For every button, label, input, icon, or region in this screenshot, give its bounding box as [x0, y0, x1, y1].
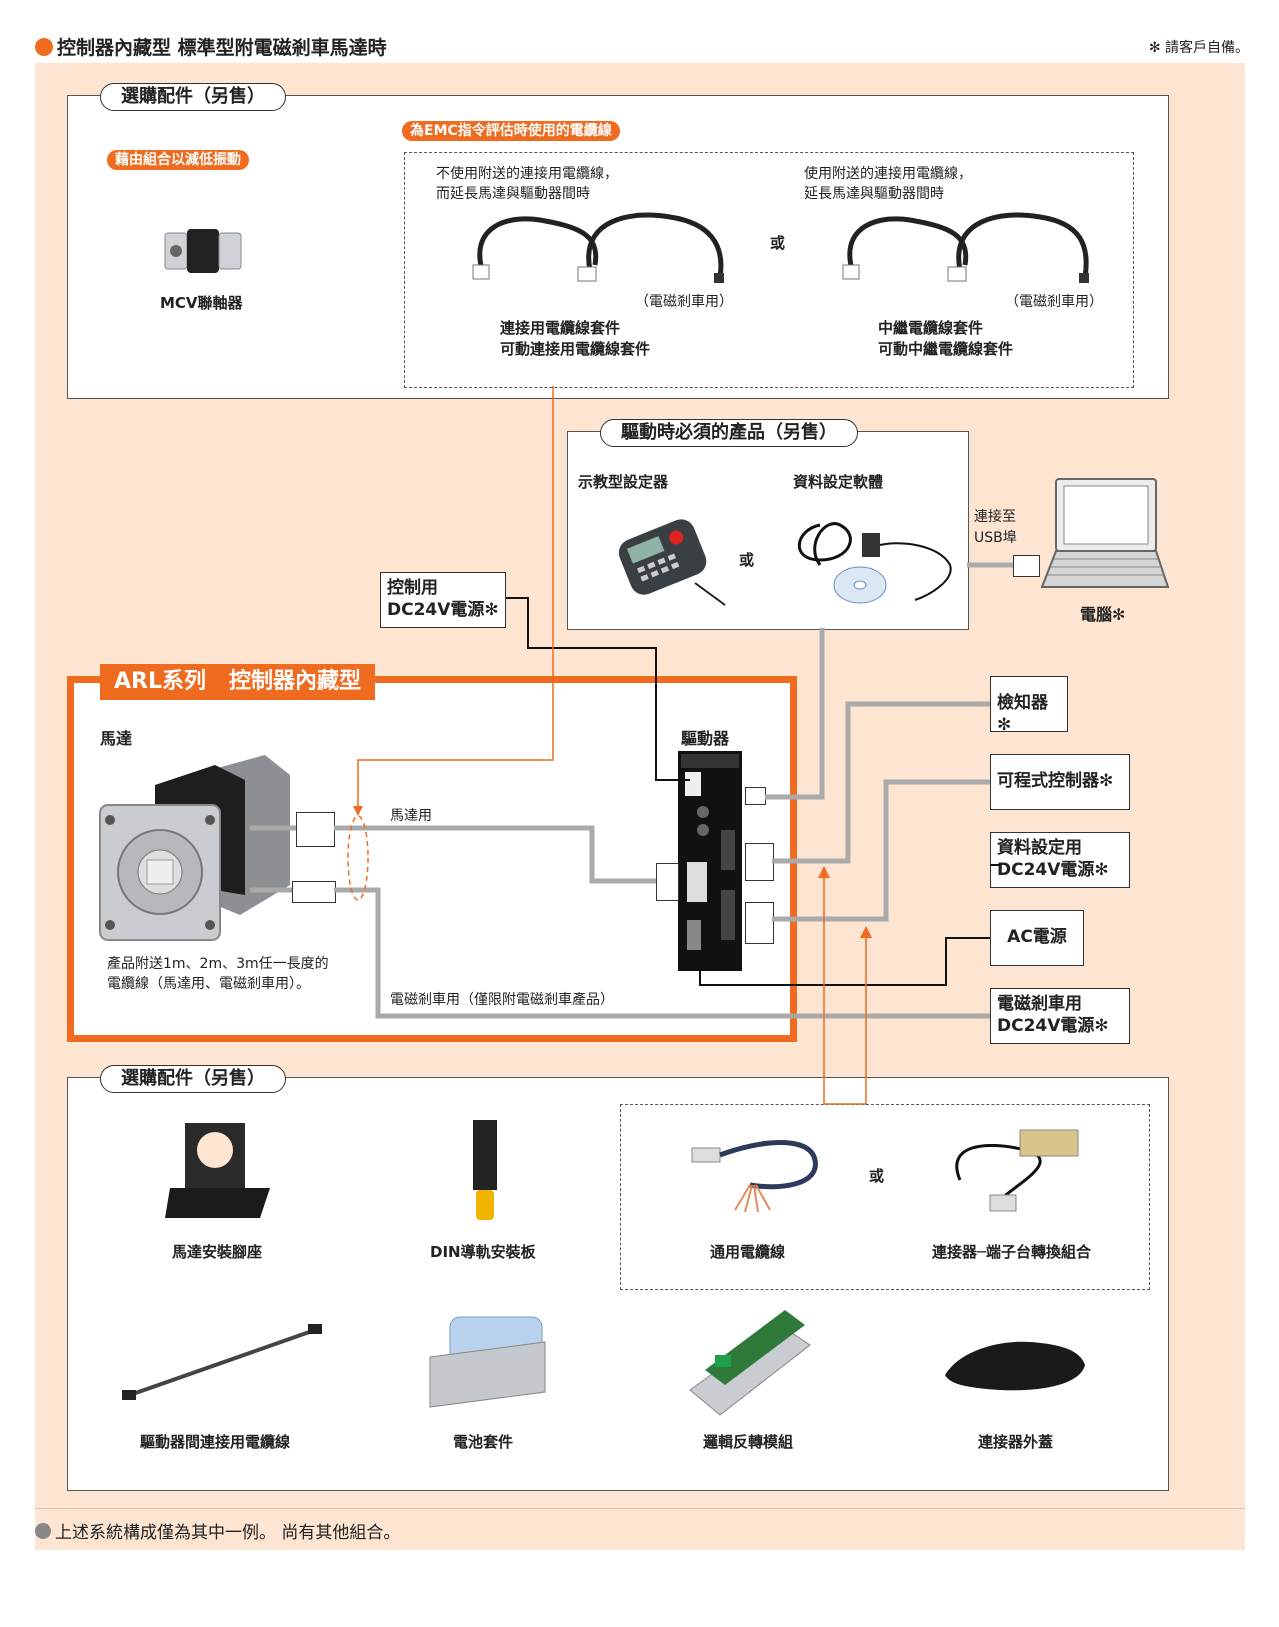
left-desc-2: 而延長馬達與驅動器間時 [436, 186, 590, 202]
bottom-item-7: 連接器外蓋 [978, 1433, 1054, 1451]
plc-line [772, 779, 990, 922]
computer-label: 電腦✻ [1080, 605, 1126, 624]
motor-connector [296, 812, 335, 847]
ac-power-box: AC電源 [990, 910, 1084, 966]
control-power-box: 控制用 DC24V電源✻ [380, 572, 506, 628]
connection-cable-image [472, 212, 724, 283]
usb-label-2: USB埠 [974, 530, 1017, 546]
or-label-required: 或 [739, 551, 755, 569]
emc-badge: 為EMC指令評估時使用的電纜線 [402, 121, 620, 141]
data-software-image [797, 522, 952, 604]
data-cable-line [765, 628, 825, 800]
bottom-item-1: DIN導軌安裝板 [430, 1243, 536, 1261]
control-power-line [506, 597, 690, 781]
bottom-item-4: 驅動器間連接用電纜線 [140, 1433, 291, 1451]
brake-power-line2: DC24V電源✻ [997, 1016, 1109, 1036]
right-brake-label: （電磁剎車用） [1005, 294, 1103, 310]
bullet-dot-icon [35, 1522, 51, 1539]
driver-io-port-1 [745, 843, 774, 881]
motor-line-label: 馬達用 [390, 808, 432, 824]
sensor-box: 檢知器✻ [990, 676, 1068, 735]
emc-marker [347, 815, 369, 901]
motor-label: 馬達 [100, 729, 133, 748]
bottom-item-6: 邏輯反轉模組 [703, 1433, 794, 1451]
motor-image [99, 755, 290, 941]
sensor-line [772, 701, 990, 864]
battery-kit-image [429, 1316, 546, 1408]
motor-cable-line [334, 825, 656, 884]
top-accessories-pill: 選購配件（另售） [100, 83, 286, 111]
connector-cover-image [945, 1341, 1085, 1391]
connector-terminal-image [955, 1129, 1079, 1212]
brake-line-label: 電磁剎車用（僅限附電磁剎車產品） [390, 992, 614, 1008]
arrow-up-icon [860, 926, 872, 938]
left-cable-name-2: 可動連接用電纜線套件 [500, 340, 651, 358]
required-products-box [567, 431, 969, 630]
emc-cable-line [357, 386, 554, 808]
left-brake-label: （電磁剎車用） [635, 294, 733, 310]
driver-label: 驅動器 [681, 729, 730, 748]
teach-pendant-image [618, 519, 726, 606]
logic-inversion-module-image [689, 1310, 811, 1416]
computer-image [1040, 478, 1170, 588]
required-products-pill: 驅動時必須的產品（另售） [600, 419, 858, 447]
bottom-item-0: 馬達安裝腳座 [172, 1243, 263, 1261]
left-desc-1: 不使用附送的連接用電纜線， [436, 166, 618, 182]
usb-label-1: 連接至 [974, 509, 1016, 525]
brake-power-line1: 電磁剎車用 [997, 994, 1082, 1014]
pc-usb-port [1013, 555, 1040, 577]
or-label-bottom: 或 [869, 1167, 885, 1185]
right-cable-name-2: 可動中繼電纜線套件 [878, 340, 1014, 358]
coupling-image [164, 229, 242, 273]
footer-note: 上述系統構成僅為其中一例。 尚有其他組合。 [35, 1518, 400, 1543]
plc-box: 可程式控制器✻ [990, 754, 1130, 810]
right-desc-1: 使用附送的連接用電纜線， [804, 166, 972, 182]
extension-cable-image [842, 212, 1089, 283]
driver-link-cable-image [122, 1324, 322, 1400]
arrow-down-icon [353, 806, 363, 816]
software-label: 資料設定軟體 [793, 473, 884, 491]
bullet-dot-icon [35, 37, 53, 56]
mounting-bracket-image [165, 1123, 270, 1218]
page-title: 控制器內藏型 標準型附電磁剎車馬達時 [35, 33, 387, 60]
arrow-up-icon [818, 866, 830, 878]
coupling-label: MCV聯軸器 [160, 294, 243, 312]
ac-power-line [699, 937, 990, 986]
control-power-line2: DC24V電源✻ [387, 600, 499, 620]
data-power-line1: 資料設定用 [997, 838, 1082, 858]
right-desc-2: 延長馬達與驅動器間時 [804, 186, 944, 202]
din-rail-plate-image [473, 1120, 497, 1220]
included-cable-desc-2: 電纜線（馬達用、電磁剎車用）。 [107, 976, 310, 992]
general-cable-image [691, 1140, 818, 1213]
customer-supply-note: ✻ 請客戶自備。 [1148, 40, 1249, 56]
included-cable-desc-1: 產品附送1m、2m、3m任一長度的 [107, 956, 329, 972]
bottom-accessories-pill: 選購配件（另售） [100, 1065, 286, 1093]
arl-tab-series: ARL系列 [114, 669, 206, 694]
teach-pendant-label: 示教型設定器 [578, 473, 669, 491]
bottom-item-2: 通用電纜線 [710, 1243, 786, 1261]
general-cable-group [620, 1104, 1150, 1290]
arl-tab-type: 控制器內藏型 [228, 669, 361, 694]
data-power-line2: DC24V電源✻ [997, 860, 1109, 880]
emc-cable-group [404, 152, 1134, 388]
vibration-badge: 藉由組合以減低振動 [107, 150, 249, 170]
control-power-line1: 控制用 [387, 578, 438, 598]
brake-power-box: 電磁剎車用 DC24V電源✻ [990, 988, 1130, 1044]
driver-image [678, 751, 742, 971]
footer-divider [35, 1508, 1245, 1509]
or-label-top: 或 [770, 234, 786, 252]
arl-series-tab: ARL系列 控制器內藏型 [100, 664, 375, 700]
top-accessories-box [67, 95, 1169, 399]
bottom-item-3: 連接器─端子台轉換組合 [932, 1243, 1092, 1261]
brake-cable-line [334, 887, 990, 1019]
driver-motor-port [656, 863, 679, 901]
data-setting-power-box: 資料設定用 DC24V電源✻ [990, 832, 1130, 888]
driver-io-port-2 [745, 902, 774, 944]
left-cable-name-1: 連接用電纜線套件 [500, 319, 621, 337]
right-cable-name-1: 中繼電纜線套件 [878, 319, 984, 337]
bottom-item-5: 電池套件 [453, 1433, 514, 1451]
